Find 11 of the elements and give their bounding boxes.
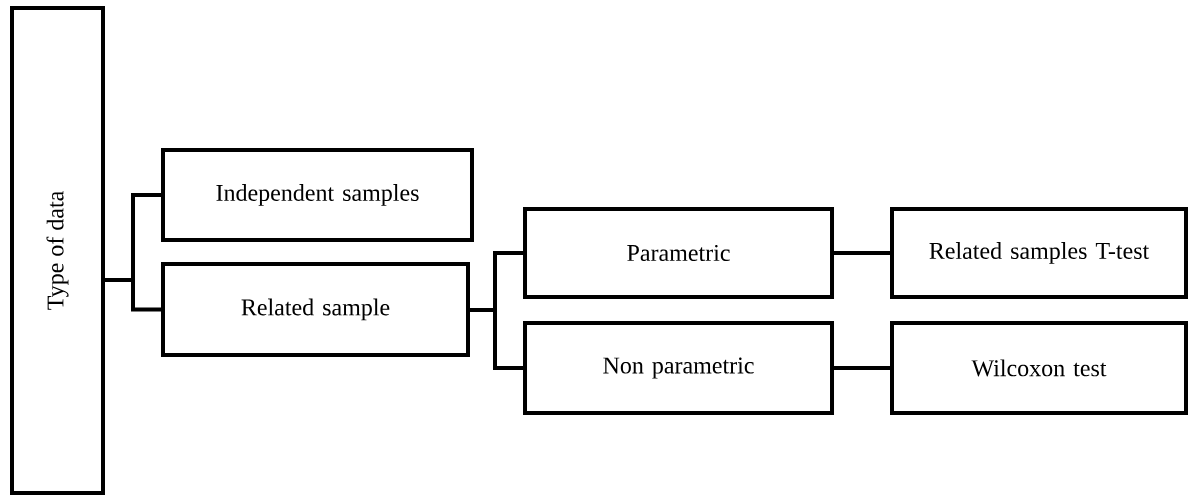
connector-line <box>105 278 161 312</box>
process-box: Type of data <box>10 6 105 495</box>
process-box: Related sample <box>161 262 470 357</box>
process-box: Related samples T-test <box>890 207 1188 299</box>
connector-line <box>834 251 890 255</box>
connector-line <box>834 366 890 370</box>
process-box: Non parametric <box>523 321 834 415</box>
process-box: Wilcoxon test <box>890 321 1188 415</box>
process-box: Parametric <box>523 207 834 299</box>
process-box: Independent samples <box>161 148 474 242</box>
connector-line <box>470 308 523 370</box>
